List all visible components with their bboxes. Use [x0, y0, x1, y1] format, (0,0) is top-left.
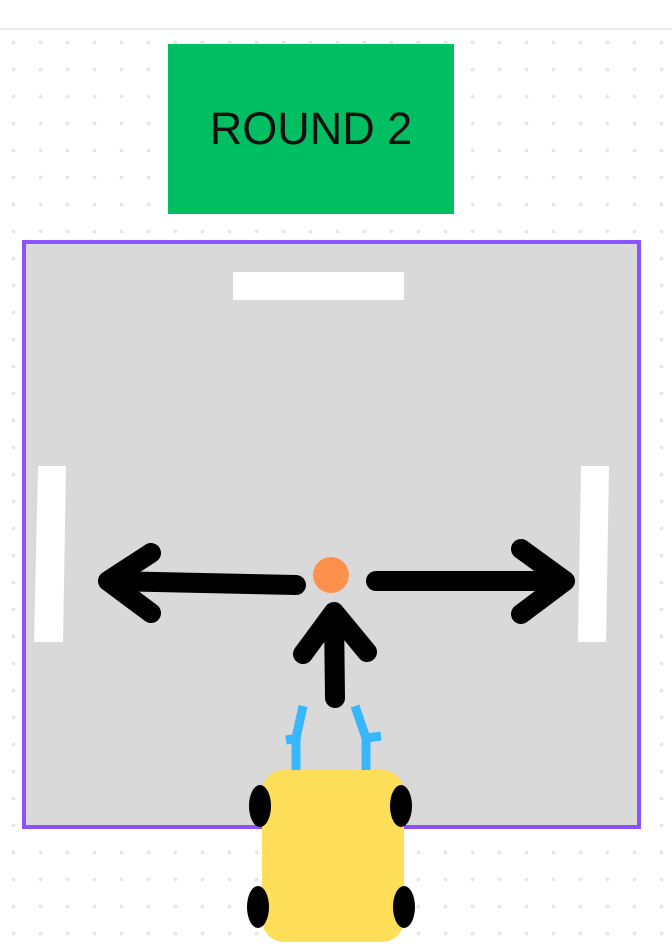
- robot-wheel: [390, 785, 412, 827]
- arena-field: [22, 240, 641, 829]
- right-goal-marker: [578, 466, 609, 642]
- top-goal-marker: [233, 272, 404, 300]
- arrow-up-icon: [293, 602, 377, 708]
- top-divider: [0, 0, 672, 30]
- robot-body: [262, 770, 404, 942]
- arrow-left-icon: [98, 543, 306, 623]
- round-card: ROUND 2: [168, 44, 454, 214]
- robot-claw: [285, 704, 382, 772]
- robot-wheel: [393, 886, 415, 928]
- ball-icon: [313, 557, 349, 593]
- robot-icon: [247, 704, 415, 942]
- robot-wheel: [247, 886, 269, 928]
- arrow-right-icon: [366, 539, 575, 624]
- round-label: ROUND 2: [209, 103, 413, 154]
- robot-wheel: [249, 785, 271, 827]
- left-goal-marker: [34, 466, 66, 642]
